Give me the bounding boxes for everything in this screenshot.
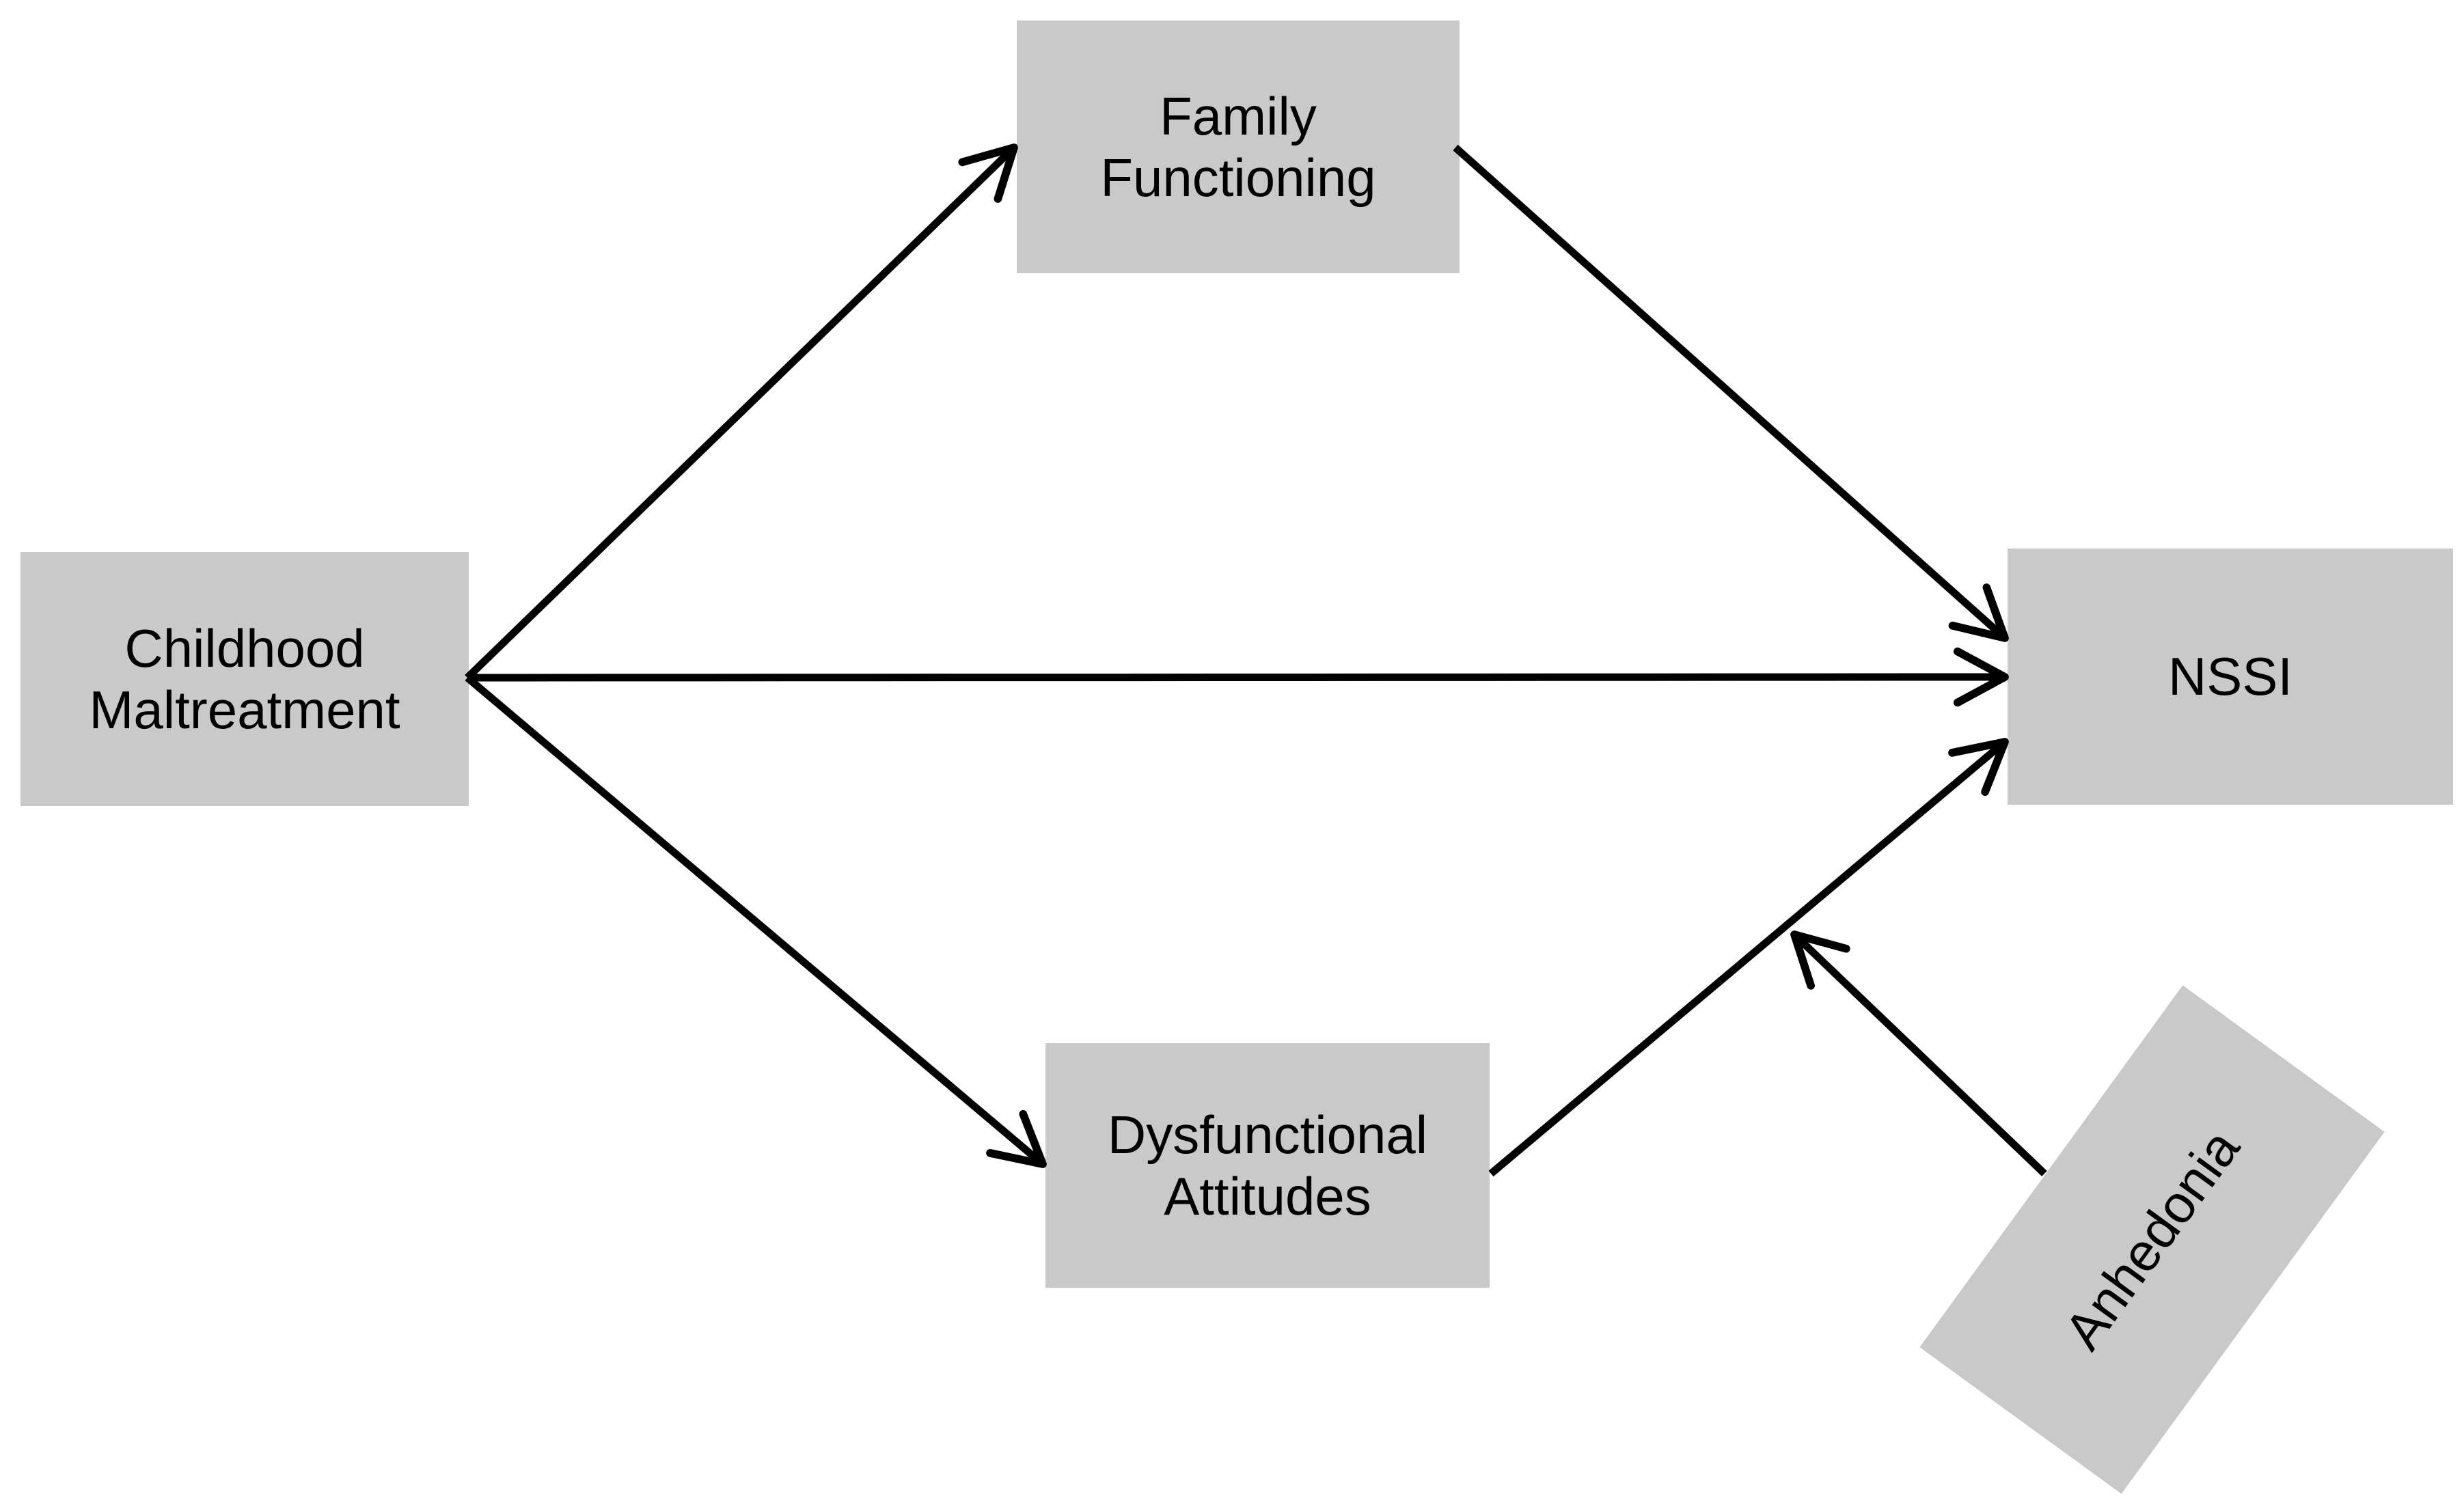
arrow-childhood-maltreatment-to-family-functioning bbox=[465, 143, 1018, 680]
node-childhood-maltreatment: Childhood Maltreatment bbox=[20, 552, 469, 806]
node-dysfunctional-attitudes: Dysfunctional Attitudes bbox=[1045, 1043, 1490, 1288]
node-family-functioning: Family Functioning bbox=[1017, 20, 1460, 273]
arrow-anhedonia-moderation bbox=[1790, 930, 2047, 1176]
node-dysfunctional-attitudes-label-line2: Attitudes bbox=[1164, 1166, 1371, 1226]
node-anhedonia-label: Anhedonia bbox=[2053, 1118, 2251, 1361]
node-family-functioning-label-line2: Functioning bbox=[1100, 148, 1376, 208]
node-nssi: NSSI bbox=[2008, 549, 2453, 805]
arrow-dysfunctional-attitudes-to-nssi bbox=[1488, 738, 2009, 1177]
node-family-functioning-label-line1: Family bbox=[1160, 85, 1317, 146]
node-childhood-maltreatment-label-line2: Maltreatment bbox=[89, 680, 400, 740]
node-dysfunctional-attitudes-label-line1: Dysfunctional bbox=[1107, 1104, 1428, 1165]
node-anhedonia: Anhedonia bbox=[1919, 985, 2385, 1494]
node-nssi-label: NSSI bbox=[2167, 646, 2293, 707]
arrow-childhood-maltreatment-to-dysfunctional-attitudes bbox=[465, 674, 1047, 1168]
arrow-childhood-maltreatment-to-nssi bbox=[467, 647, 2009, 707]
node-childhood-maltreatment-label-line1: Childhood bbox=[124, 618, 365, 678]
arrow-family-functioning-to-nssi bbox=[1453, 144, 2009, 642]
